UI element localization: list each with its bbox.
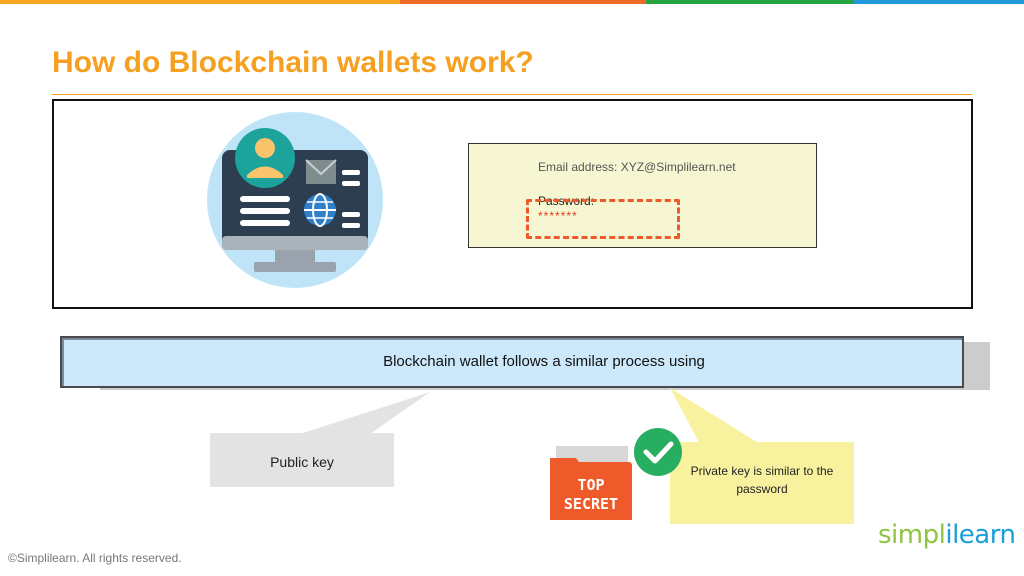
logo-part-2: i: [945, 520, 953, 550]
public-key-callout: Public key: [210, 433, 394, 487]
private-key-callout: Private key is similar to the password: [670, 442, 854, 524]
info-banner: Blockchain wallet follows a similar proc…: [60, 336, 964, 388]
folder-label-top: TOP: [577, 476, 604, 494]
password-highlight-box: [526, 199, 680, 239]
private-key-pointer: [670, 388, 760, 444]
login-illustration-frame: [52, 99, 973, 309]
copyright-footer: ©Simplilearn. All rights reserved.: [8, 551, 182, 565]
top-color-bar: [0, 0, 1024, 4]
logo-part-3: learn: [952, 520, 1016, 550]
email-address-text: Email address: XYZ@Simplilearn.net: [538, 160, 736, 174]
title-divider: [52, 94, 972, 95]
simplilearn-logo: simplilearn: [878, 520, 1016, 550]
top-bar-segment-green: [646, 0, 854, 4]
banner-text: Blockchain wallet follows a similar proc…: [383, 353, 705, 370]
top-bar-segment-orange: [0, 0, 400, 4]
public-key-label: Public key: [270, 454, 334, 470]
folder-label-secret: SECRET: [564, 495, 618, 513]
page-title: How do Blockchain wallets work?: [52, 46, 534, 79]
top-bar-segment-blue: [854, 0, 1024, 4]
logo-part-1: simpl: [878, 520, 946, 550]
top-secret-folder-icon: [550, 446, 632, 520]
private-key-label: Private key is similar to the password: [690, 464, 834, 496]
top-bar-segment-red: [400, 0, 646, 4]
public-key-pointer: [300, 392, 430, 434]
password-value: *******: [538, 209, 578, 223]
